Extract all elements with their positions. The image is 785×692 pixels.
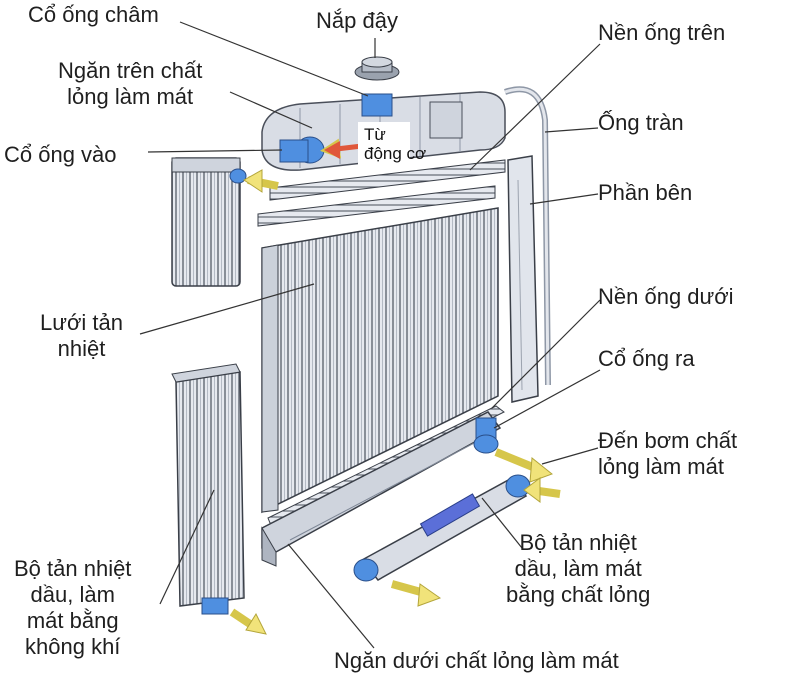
side-panel (507, 155, 539, 403)
label-upper-tank: Ngăn trên chất lỏng làm mát (58, 58, 203, 109)
label-overflow-tube: Ống tràn (598, 110, 684, 135)
label-cap: Nắp đậy (316, 8, 398, 33)
label-side-panel: Phần bên (598, 180, 693, 205)
upper-left-oil-cooler (171, 157, 247, 287)
label-to-pump: Đến bơm chất lỏng làm mát (598, 428, 738, 479)
lower-tank (261, 411, 502, 567)
upper-header (269, 159, 506, 201)
label-oil-cooler-air: Bộ tản nhiệt dầu, làm mát bằng không khí (14, 556, 132, 659)
leader-lines (139, 21, 601, 649)
label-core: Lưới tản nhiệt (40, 310, 123, 361)
oil-cooler-air (171, 363, 245, 615)
label-outlet-neck: Cổ ống ra (598, 346, 695, 371)
inlet-neck (279, 136, 325, 164)
label-lower-tank: Ngăn dưới chất lỏng làm mát (334, 648, 619, 673)
label-inlet-neck: Cổ ống vào (4, 142, 117, 167)
label-from-engine: Từ động cơ (364, 125, 427, 163)
label-oil-cooler-liquid: Bộ tản nhiệt dầu, làm mát bằng chất lỏng (506, 530, 651, 607)
outlet-neck (473, 417, 499, 454)
oil-cooler-liquid (353, 474, 531, 582)
label-lower-header: Nền ống dưới (598, 284, 734, 309)
filler-neck (361, 93, 393, 117)
label-filler-neck: Cổ ống châm (28, 2, 159, 27)
radiator-cap (354, 56, 400, 81)
label-upper-header: Nền ống trên (598, 20, 726, 45)
